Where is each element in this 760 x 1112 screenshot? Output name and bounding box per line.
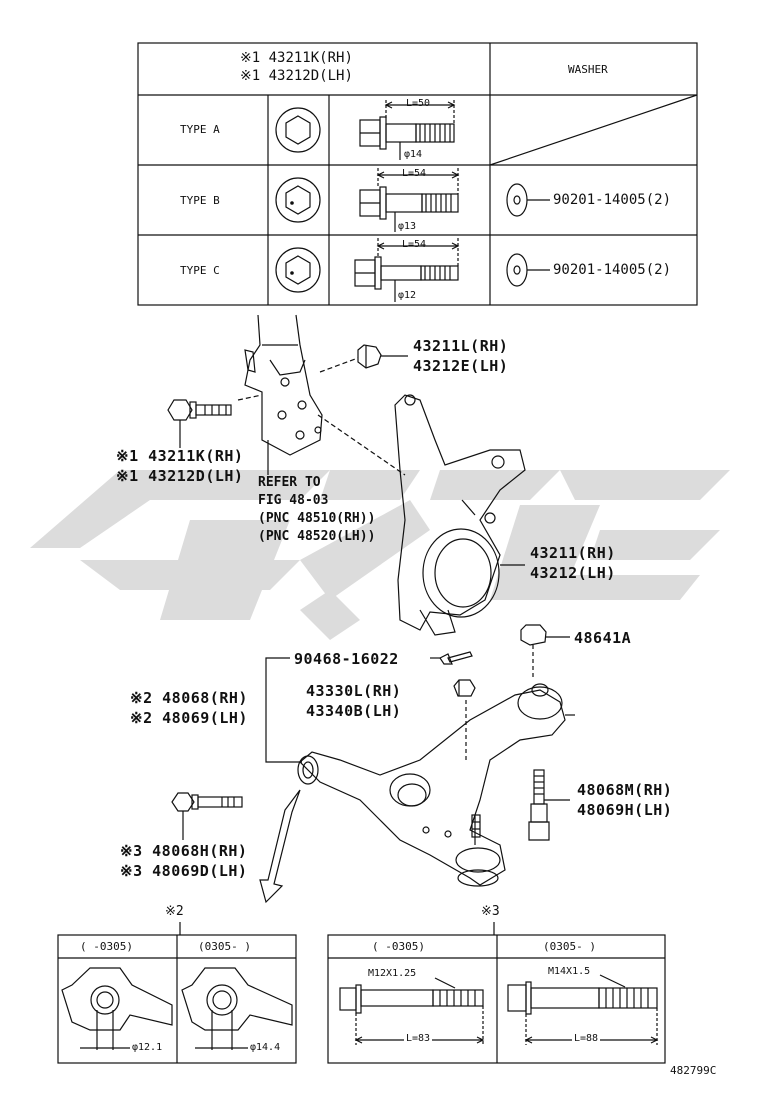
refer-line4[interactable]: (PNC 48520(LH)) <box>258 529 376 544</box>
detail3-col1: ( -0305) <box>372 940 425 953</box>
row-b-type: TYPE B <box>180 194 220 207</box>
label-cotter-pin[interactable]: 90468-16022 <box>294 650 399 668</box>
label-bolt3-lh[interactable]: ※3 48069D(LH) <box>120 862 248 880</box>
label-arm-lh[interactable]: ※2 48069(LH) <box>130 709 248 727</box>
label-arm-rh[interactable]: ※2 48068(RH) <box>130 689 248 707</box>
callout-bracket <box>265 657 302 763</box>
detail3-thread1: M12X1.25 <box>368 968 417 979</box>
alignment-lines <box>237 357 406 476</box>
detail3-thread2: M14X1.5 <box>548 966 591 977</box>
row-c-length: L=54 <box>402 239 427 250</box>
refer-line1: REFER TO <box>258 475 321 490</box>
cotter-pin <box>430 651 473 665</box>
detail2-dim2: φ14.4 <box>250 1042 281 1053</box>
detail3-col2: (0305- ) <box>543 940 596 953</box>
bolt-48068m <box>528 769 570 841</box>
label-nut-lh[interactable]: 43212E(LH) <box>413 357 509 375</box>
detail3-box <box>327 922 666 1064</box>
detail3-marker: ※3 <box>481 904 500 919</box>
bolt-type-b <box>359 168 460 232</box>
label-bolt1-lh[interactable]: ※1 43212D(LH) <box>116 467 244 485</box>
lower-control-arm <box>297 683 575 887</box>
label-bolt-m-lh[interactable]: 48069H(LH) <box>577 801 673 819</box>
row-a-diameter: φ14 <box>404 149 423 160</box>
strut-bracket <box>244 314 323 475</box>
detail-arrow <box>259 789 301 904</box>
row-c-diameter: φ12 <box>398 290 417 301</box>
hex-head-type-a <box>275 107 321 153</box>
row-c-type: TYPE C <box>180 264 220 277</box>
label-joint-rh[interactable]: 43330L(RH) <box>306 682 402 700</box>
washer-type-c <box>506 253 550 287</box>
detail2-marker: ※2 <box>165 904 184 919</box>
detail2-col2: (0305- ) <box>198 940 251 953</box>
hex-head-type-b <box>275 177 321 223</box>
nut-48641a <box>520 624 570 680</box>
label-48641a[interactable]: 48641A <box>574 629 632 647</box>
figure-id: 482799C <box>670 1064 717 1077</box>
label-joint-lh[interactable]: 43340B(LH) <box>306 702 402 720</box>
row-b-diameter: φ13 <box>398 221 417 232</box>
label-bolt1-rh[interactable]: ※1 43211K(RH) <box>116 447 244 465</box>
detail2-dim1: φ12.1 <box>132 1042 163 1053</box>
hex-head-type-c <box>275 247 321 293</box>
label-nut-rh[interactable]: 43211L(RH) <box>413 337 509 355</box>
label-knuckle-rh[interactable]: 43211(RH) <box>530 544 616 562</box>
washer-header: WASHER <box>568 63 608 76</box>
nut-43330l <box>453 679 476 760</box>
table-header-rh: ※1 43211K(RH) <box>240 50 353 66</box>
ball-joint-stud <box>471 814 481 838</box>
detail3-len2: L=88 <box>572 1033 601 1044</box>
bolt-type-c <box>354 238 460 302</box>
detail3-len1: L=83 <box>404 1033 433 1044</box>
row-a-type: TYPE A <box>180 123 220 136</box>
refer-line3[interactable]: (PNC 48510(RH)) <box>258 511 376 526</box>
row-c-washer: 90201-14005(2) <box>553 262 672 278</box>
nut-43211l <box>357 344 408 369</box>
bolt-48068h <box>171 792 243 840</box>
refer-line2: FIG 48-03 <box>258 493 329 508</box>
detail2-col1: ( -0305) <box>80 940 133 953</box>
row-b-washer: 90201-14005(2) <box>553 192 672 208</box>
row-b-length: L=54 <box>402 168 427 179</box>
table-header-lh: ※1 43212D(LH) <box>240 68 353 84</box>
label-bolt3-rh[interactable]: ※3 48068H(RH) <box>120 842 248 860</box>
washer-type-b <box>506 183 550 217</box>
bolt-43211k <box>167 399 232 448</box>
detail2-box <box>57 922 297 1064</box>
top-table-grid <box>137 42 698 306</box>
label-knuckle-lh[interactable]: 43212(LH) <box>530 564 616 582</box>
bolt-type-a <box>359 100 456 160</box>
row-a-length: L=50 <box>406 98 431 109</box>
label-bolt-m-rh[interactable]: 48068M(RH) <box>577 781 673 799</box>
steering-knuckle <box>394 394 526 636</box>
